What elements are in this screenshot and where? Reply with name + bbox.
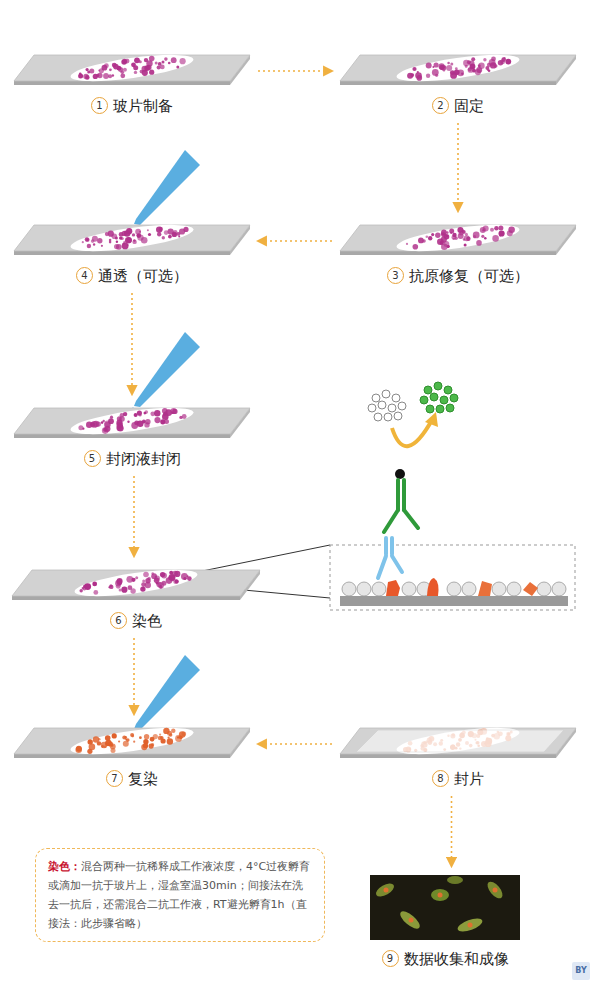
step-label: 4 通透（可选）	[12, 265, 252, 287]
callout-number: 1	[91, 97, 108, 114]
step-node: 4 通透（可选）	[12, 217, 252, 287]
step-node: 8 封片	[338, 720, 578, 790]
callout-number: 9	[382, 950, 399, 967]
step-node: 5 封闭液封闭	[12, 400, 252, 470]
step-label: 9 数据收集和成像	[360, 948, 530, 970]
slide	[338, 217, 578, 259]
step-node: 6 染色	[10, 562, 262, 632]
step-label: 2 固定	[338, 95, 578, 117]
callout-number: 2	[432, 97, 449, 114]
callout-number: 7	[106, 770, 123, 787]
step-name: 染色	[132, 612, 162, 630]
step-label: 8 封片	[338, 768, 578, 790]
antibody	[368, 382, 458, 578]
step-label: 1 玻片制备	[12, 95, 252, 117]
callout-number: 5	[84, 450, 101, 467]
step-label: 3 抗原修复（可选）	[338, 265, 578, 287]
flow-arrow	[131, 293, 133, 394]
step-name: 玻片制备	[113, 97, 173, 115]
step-name: 数据收集和成像	[404, 950, 509, 968]
flow-arrow	[457, 123, 459, 211]
step-label: 7 复染	[12, 768, 252, 790]
callout-number: 3	[387, 267, 404, 284]
step-label: 5 封闭液封闭	[12, 448, 252, 470]
fluorescence-image	[370, 875, 520, 940]
result-node: 9 数据收集和成像	[360, 872, 530, 970]
note-body: 混合两种一抗稀释成工作液浓度，4°C过夜孵育或滴加一抗于玻片上，湿盒室温30mi…	[48, 860, 310, 930]
slide	[10, 562, 262, 604]
note-heading: 染色：	[48, 860, 81, 873]
slide	[12, 217, 252, 259]
callout-number: 6	[110, 612, 127, 629]
step-name: 抗原修复（可选）	[409, 267, 529, 285]
step-label: 6 染色	[10, 610, 262, 632]
step-node: 2 固定	[338, 47, 578, 117]
slide	[12, 720, 252, 762]
step-name: 复染	[128, 770, 158, 788]
step-name: 封片	[454, 770, 484, 788]
step-name: 封闭液封闭	[106, 450, 181, 468]
step-node: 7 复染	[12, 720, 252, 790]
callout-number: 8	[432, 770, 449, 787]
inset	[330, 545, 575, 610]
slide	[12, 400, 252, 442]
step-name: 通透（可选）	[98, 267, 188, 285]
flow-arrow	[133, 476, 135, 556]
flow-arrow	[258, 70, 332, 72]
flow-arrow	[451, 796, 453, 866]
flow-arrow	[133, 638, 135, 714]
note-box: 染色：混合两种一抗稀释成工作液浓度，4°C过夜孵育或滴加一抗于玻片上，湿盒室温3…	[35, 848, 325, 942]
slide	[338, 720, 578, 762]
callout-number: 4	[76, 267, 93, 284]
slide	[338, 47, 578, 89]
image-space	[360, 872, 530, 942]
flow-arrow	[258, 240, 332, 242]
flow-arrow	[258, 743, 332, 745]
step-node: 1 玻片制备	[12, 47, 252, 117]
step-name: 固定	[454, 97, 484, 115]
step-node: 3 抗原修复（可选）	[338, 217, 578, 287]
watermark: BY	[572, 962, 590, 980]
slide	[12, 47, 252, 89]
